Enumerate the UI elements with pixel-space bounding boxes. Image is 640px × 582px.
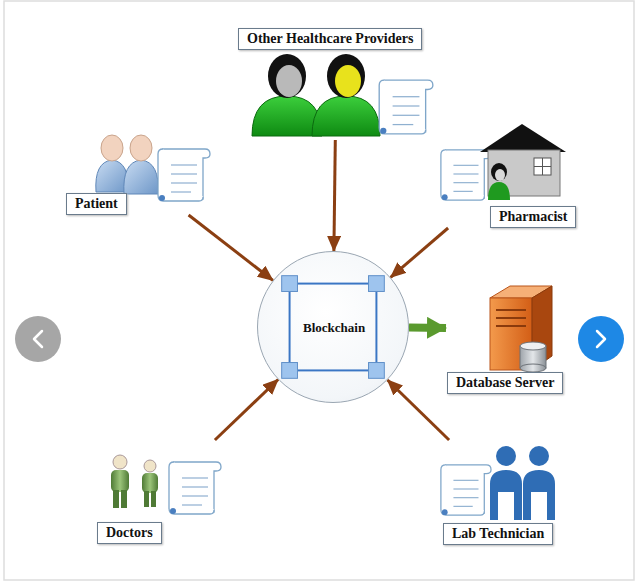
next-button [578,316,624,362]
blockchain-circle: Blockchain [257,251,409,403]
node-label: Lab Technician [443,523,553,545]
flow-arrow [334,140,335,251]
node-label: Other Healthcare Providers [238,28,422,50]
lab-technician-figures [441,446,555,520]
provider-figures [252,54,433,136]
flow-arrow [215,380,278,441]
actor-node: Lab Technician [440,440,568,547]
doctor-figures [111,455,221,514]
actor-node: Doctors [96,440,222,547]
actor-node: Pharmacist [440,124,577,228]
flow-arrow [388,380,450,440]
node-title: Blockchain [303,320,365,336]
database-server-icon [490,286,552,372]
node-label: Database Server [447,372,563,394]
patient-figures [96,135,210,201]
actor-node: Other Healthcare Providers [238,28,434,140]
pharmacy-house [441,124,566,200]
node-label: Pharmacist [490,206,576,228]
flow-arrow [189,215,273,280]
prev-button [15,316,61,362]
node-label: Patient [66,193,127,215]
server-node: Database Server [446,262,572,395]
node-label: Doctors [97,522,162,544]
flow-arrow [391,228,449,277]
actor-node: Patient [62,135,212,215]
storage-arrow [409,324,446,332]
